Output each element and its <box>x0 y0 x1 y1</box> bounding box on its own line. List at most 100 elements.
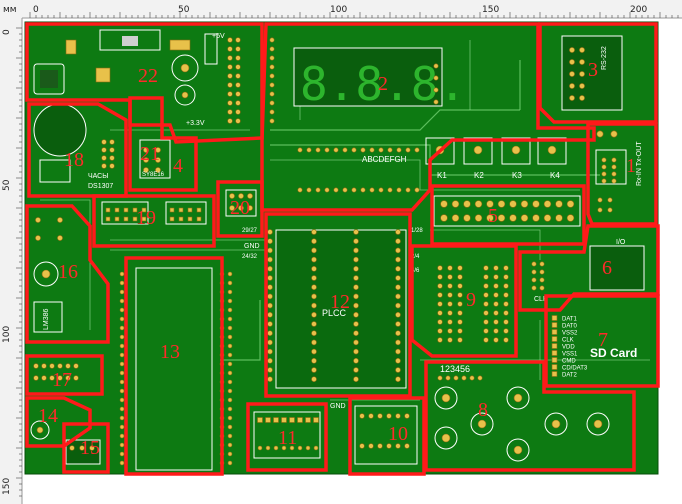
sd-pin <box>551 329 558 335</box>
breadboard-pin <box>227 460 233 466</box>
socket-pin <box>395 275 401 281</box>
breadboard-pin <box>119 451 125 457</box>
chip-pin <box>601 171 607 177</box>
header-pin <box>73 363 79 369</box>
breadboard-pin <box>227 442 233 448</box>
header-pin <box>539 269 545 275</box>
header-pin <box>433 75 439 81</box>
clock-chip-label: DS1307 <box>88 183 113 190</box>
header-pin <box>469 375 475 381</box>
db9-pin <box>569 47 575 53</box>
header-pin <box>324 187 330 193</box>
header-pin <box>445 375 451 381</box>
button-panel: 123456 <box>434 364 610 462</box>
header-pin <box>342 187 348 193</box>
led-pin <box>457 328 463 334</box>
socket-pin <box>267 284 273 291</box>
header-pin <box>387 187 393 193</box>
rs232-label: RS-232 <box>601 46 608 70</box>
socket-pin <box>267 256 273 263</box>
breadboard-pin <box>227 361 233 367</box>
socket-pin <box>155 147 161 153</box>
socket-pin <box>353 339 359 346</box>
header-pin <box>414 147 420 153</box>
header-pin <box>396 147 402 153</box>
socket-pin <box>395 339 401 346</box>
socket-pin <box>353 238 359 244</box>
region-15-box <box>62 422 110 474</box>
relay <box>463 137 493 165</box>
switch-pad <box>313 417 319 423</box>
crystal-block <box>225 189 257 217</box>
led-pin <box>437 283 443 289</box>
header-pin <box>378 147 384 153</box>
gnd-label-10: GND <box>330 403 346 410</box>
header-pin <box>387 147 393 153</box>
switch-pin <box>305 445 311 451</box>
breadboard-pin <box>119 379 125 385</box>
header-pin <box>433 99 439 105</box>
breadboard-pin <box>119 307 125 313</box>
sd-pin-label: VDD <box>562 345 575 351</box>
header-pin <box>178 216 184 222</box>
pin-marker-4-6: 4/6 <box>411 268 420 274</box>
header-pin <box>187 207 193 213</box>
socket-pin <box>353 265 359 272</box>
breadboard-pin <box>227 424 233 430</box>
annotation-boxes <box>25 22 660 476</box>
led-pin <box>437 274 443 280</box>
header-pin <box>543 214 552 222</box>
header-pin <box>333 147 339 153</box>
region-12-box <box>264 212 412 398</box>
header-pin <box>532 200 540 208</box>
button-cap <box>441 433 451 443</box>
pin-marker-29-27: 29/27 <box>242 228 258 234</box>
header-pin <box>497 214 506 222</box>
header-pin <box>566 214 575 222</box>
left-ruler-ticks <box>16 27 22 497</box>
header-pin <box>169 216 175 222</box>
uart-module: Rx-IN Tx-OUT <box>595 141 643 186</box>
switch-pin <box>313 445 319 451</box>
socket-pin <box>311 339 317 346</box>
chip-pin <box>601 178 607 184</box>
jumper-pin <box>610 130 618 138</box>
socket-pin <box>353 367 359 373</box>
led-pin <box>437 337 443 343</box>
header-pin <box>41 363 47 369</box>
header-pin <box>269 100 275 106</box>
pin-marker-2-4: 2/4 <box>411 254 420 260</box>
switch-pin <box>297 445 303 451</box>
socket-pin <box>267 348 273 355</box>
crystal-pin <box>247 193 253 199</box>
header-pin <box>360 187 366 193</box>
socket-pin <box>311 367 317 373</box>
header-pin <box>324 147 330 153</box>
led-pin <box>493 328 499 334</box>
jumper-pin <box>596 130 604 138</box>
breadboard-pin <box>119 424 125 430</box>
left-tick-100: 100 <box>2 326 12 343</box>
region-label-15: 15 <box>80 437 100 459</box>
socket-pin <box>395 265 401 272</box>
region-21-box <box>128 96 198 192</box>
socket-pin <box>143 167 149 173</box>
socket-pin <box>353 284 359 291</box>
clock-label: ЧАСЫ <box>88 173 108 180</box>
breadboard-pin <box>119 352 125 358</box>
header-pin <box>65 375 71 381</box>
chip-pin <box>611 178 617 184</box>
led-pin <box>493 301 499 307</box>
region-20-box <box>216 180 264 238</box>
header-pin <box>520 214 529 222</box>
button-cap <box>477 419 487 429</box>
region-label-22: 22 <box>138 65 158 87</box>
header-pin <box>555 200 563 208</box>
region-16-box <box>25 204 110 344</box>
transistor-pin <box>69 445 75 451</box>
gnd-label: GND <box>244 243 260 250</box>
led-pin <box>447 328 453 334</box>
header-pin <box>531 285 537 291</box>
socket-pin <box>267 367 273 373</box>
sd-pin <box>551 343 558 349</box>
